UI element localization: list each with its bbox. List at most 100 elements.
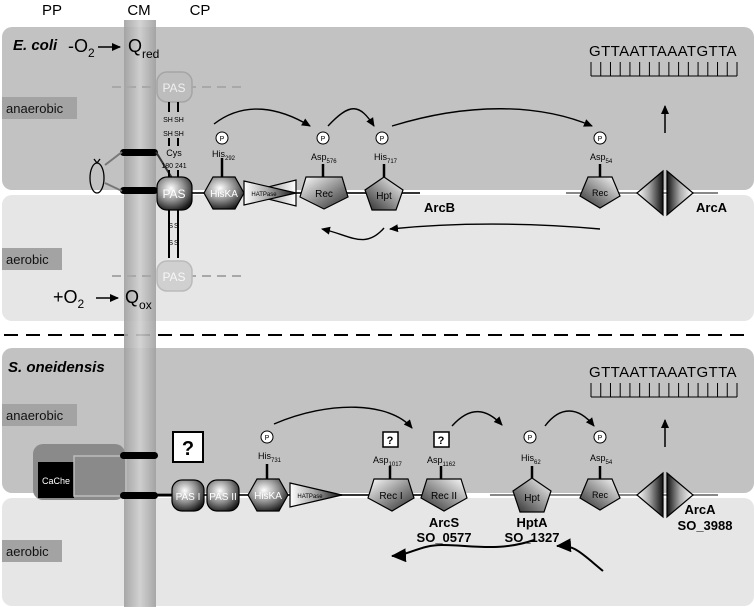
ecoli-pas-oxidized-label: PAS — [162, 270, 185, 284]
soneidensis-dna-sequence: GTTAATTAAATGTTA — [589, 364, 737, 381]
soneidensis-asp54-label: Asp54 — [590, 453, 613, 466]
ecoli-sh-left-2: SH — [163, 131, 173, 138]
ecoli-relay-arrow-2 — [327, 108, 375, 127]
ecoli-asp54-phospho — [593, 131, 607, 145]
soneidensis-dna-ticks — [590, 383, 738, 398]
ecoli-relay-arrow-1 — [213, 108, 311, 127]
ecoli-rec-domain — [299, 176, 349, 210]
ecoli-his292-phospho — [215, 131, 229, 145]
svg-text:+O2: +O2 — [53, 287, 85, 311]
ecoli-dna-sequence: GTTAATTAAATGTTA — [589, 43, 737, 60]
hpta-locus: SO_1327 — [505, 530, 560, 545]
ecoli-pas-domain — [156, 176, 193, 211]
soneidensis-tm-helix-2 — [120, 492, 158, 499]
rec1-label: Rec I — [379, 491, 402, 502]
pas2-label: PAS II — [209, 492, 237, 503]
soneidensis-arca-rec-domain — [579, 478, 621, 511]
asp1162-question-label: ? — [438, 435, 445, 447]
cytoplasmic-membrane — [124, 20, 156, 607]
soneidensis-relay-arrow-2 — [451, 411, 503, 427]
ecoli-periplasmic-link-2 — [104, 182, 123, 192]
soneidensis-aerobic-zone — [2, 498, 754, 606]
soneidensis-asp54-phospho — [593, 430, 607, 444]
soneidensis-arca-dna-binding-icon — [636, 471, 694, 519]
ecoli-his717-phospho-label: P — [380, 136, 385, 143]
ecoli-relay-arrow-3 — [391, 108, 593, 127]
ecoli-arca-rec-label: Rec — [592, 188, 609, 198]
svg-text:-O2: -O2 — [68, 36, 95, 60]
ecoli-arca-dna-binding-icon — [636, 169, 694, 217]
soneidensis-reverse-arrow-1 — [556, 538, 604, 572]
ecoli-cys-label: Cys — [166, 148, 182, 158]
pas1-domain — [171, 479, 205, 512]
ecoli-tm-helix-2 — [120, 187, 158, 194]
soneidensis-tm-helix-1 — [120, 452, 158, 459]
cache-inner-box — [73, 455, 127, 497]
rec2-domain — [420, 478, 468, 512]
ecoli-hpt-label: Hpt — [376, 191, 392, 202]
ecoli-s-left: S — [168, 223, 173, 230]
rec1-domain — [367, 478, 415, 512]
ecoli-s-left-2: S — [168, 240, 173, 247]
soneidensis-hatpase-domain — [289, 482, 343, 508]
cache-domain — [38, 462, 74, 498]
svg-text:Qred: Qred — [128, 36, 159, 61]
soneidensis-relay-arrow-1 — [273, 406, 413, 429]
ecoli-hiska-label: HisKA — [210, 189, 238, 200]
asp1017-question-box — [382, 431, 399, 448]
unknown-signal-label: ? — [182, 438, 194, 460]
ecoli-pas-reduced-label: PAS — [162, 81, 185, 95]
his62-phospho-label: P — [528, 435, 533, 442]
asp1017-question-label: ? — [387, 435, 394, 447]
pas2-domain — [206, 479, 240, 512]
hpta-label: Hpt — [524, 493, 540, 504]
ecoli-asp54-phospho-label: P — [598, 136, 603, 143]
arcs-name: ArcS — [429, 515, 460, 530]
ecoli-reverse-arrow-2 — [321, 226, 385, 241]
ecoli-arca-name: ArcA — [696, 200, 728, 215]
ecoli-hatpase-shape — [243, 180, 297, 206]
ecoli-reverse-arrow-1 — [389, 223, 601, 233]
asp1162-question-box — [433, 431, 450, 448]
soneidensis-arca-rec-label: Rec — [592, 490, 609, 500]
ecoli-his292-phospho-label: P — [220, 136, 225, 143]
soneidensis-anaerobic-box — [2, 404, 77, 426]
his62-label: His62 — [521, 453, 541, 466]
svg-text:Qox: Qox — [125, 287, 152, 312]
cm-label: CM — [127, 2, 150, 19]
unknown-signal-box — [172, 431, 204, 463]
soneidensis-relay-arrow-3 — [544, 410, 595, 427]
ecoli-asp576-phospho — [316, 131, 330, 145]
ecoli-organism-label: E. coli — [13, 37, 58, 54]
ecoli-arcb-name: ArcB — [424, 200, 455, 215]
soneidensis-asp54-phospho-label: P — [598, 435, 603, 442]
ecoli-sh-right-2: SH — [174, 131, 184, 138]
asp1017-label: Asp1017 — [373, 455, 403, 468]
rec2-label: Rec II — [431, 491, 457, 502]
oxygen-plus-label: +O2 — [53, 287, 85, 311]
pp-label: PP — [42, 2, 62, 19]
ecoli-anaerobic-zone — [2, 27, 754, 190]
soneidensis-aerobic-label: aerobic — [6, 544, 49, 559]
ecoli-pas-label: PAS — [162, 187, 185, 201]
ecoli-aerobic-box — [2, 248, 62, 270]
ecoli-aerobic-label: aerobic — [6, 252, 49, 267]
quinone-oxidized-label: Qox — [125, 287, 152, 312]
rotation-icon — [89, 158, 105, 194]
ecoli-anaerobic-label: anaerobic — [6, 101, 64, 116]
ecoli-s-right: S — [174, 223, 179, 230]
ecoli-his717-phospho — [375, 131, 389, 145]
ecoli-his717-label: His717 — [374, 152, 398, 165]
ecoli-sh-left: SH — [163, 117, 173, 124]
ecoli-his292-label: His292 — [212, 149, 236, 162]
hpta-name: HptA — [516, 515, 548, 530]
hpta-domain — [512, 477, 552, 513]
cache-label: CaChe — [42, 476, 70, 486]
ecoli-s-right-2: S — [174, 240, 179, 247]
ecoli-hpt-domain — [364, 176, 404, 211]
his731-phospho-label: P — [265, 435, 270, 442]
soneidensis-hiska-domain — [247, 478, 289, 512]
soneidensis-reverse-arrow-3 — [391, 544, 443, 563]
arcs-locus: SO_0577 — [417, 530, 472, 545]
